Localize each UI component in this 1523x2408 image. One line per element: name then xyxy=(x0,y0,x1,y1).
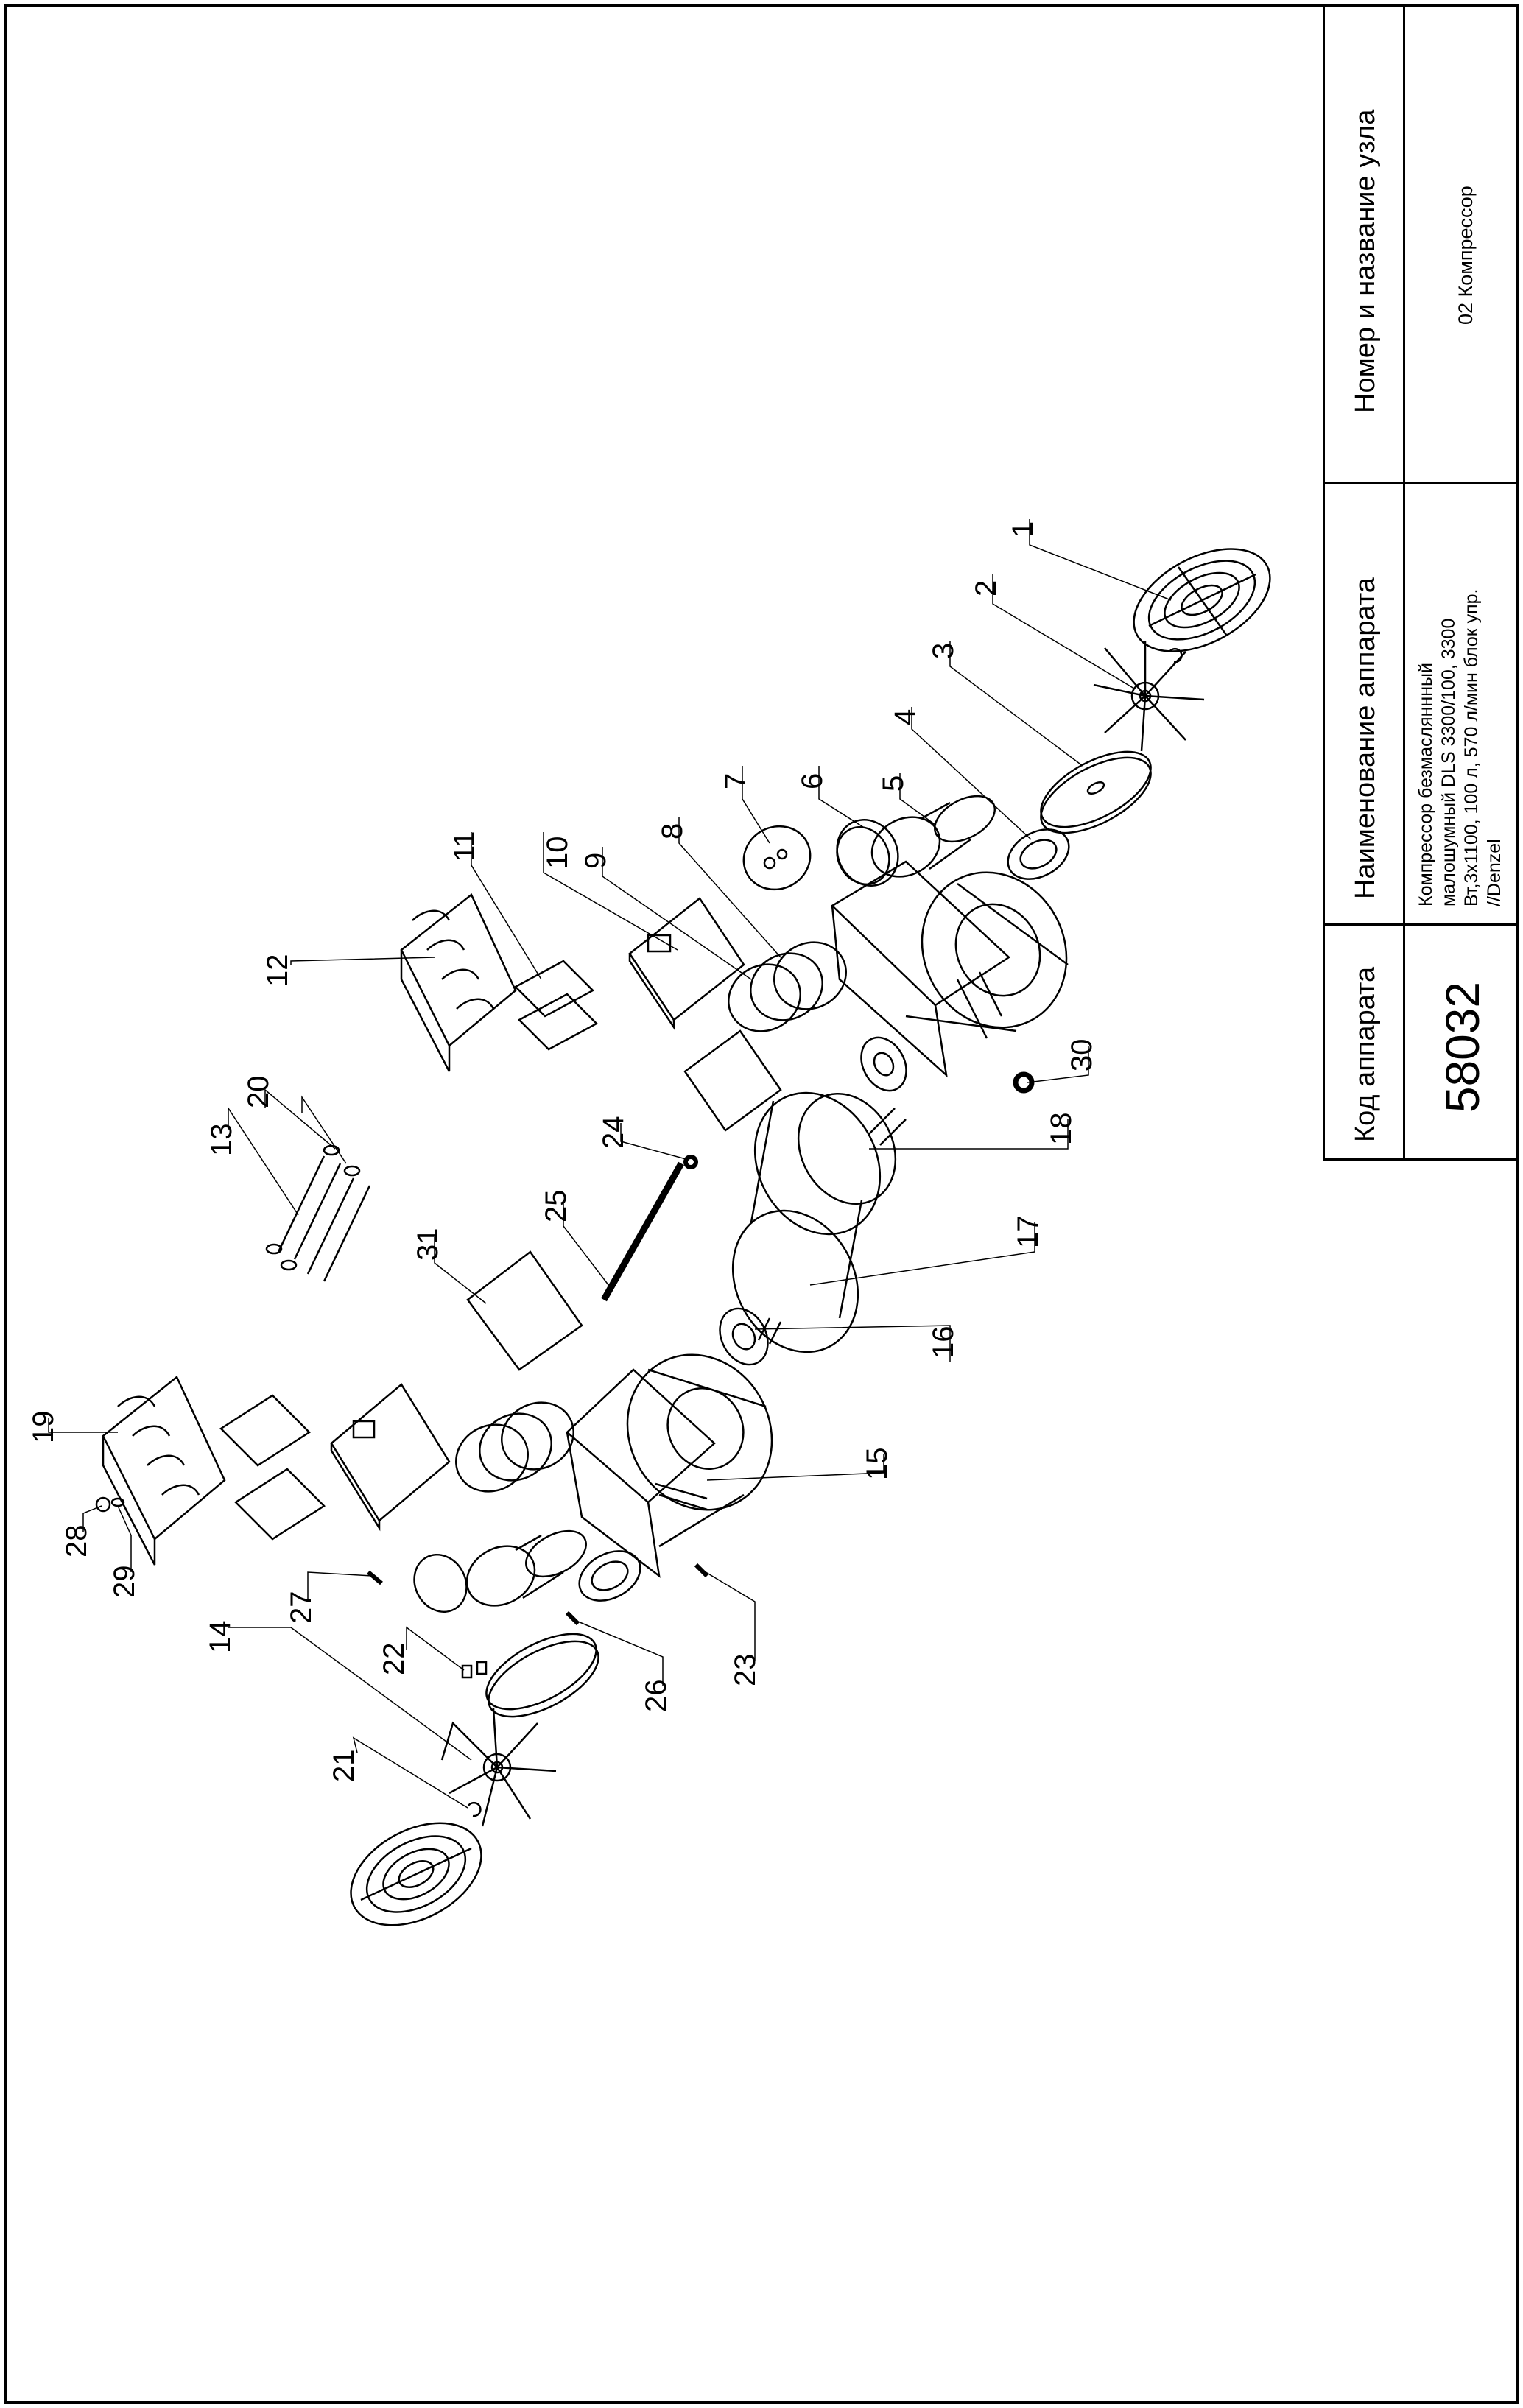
callout-18: 18 xyxy=(1045,1113,1077,1146)
title-block-row-divider xyxy=(1325,482,1519,484)
part-ring-6 xyxy=(836,819,899,887)
callout-30: 30 xyxy=(1066,1039,1098,1072)
callout-8: 8 xyxy=(656,823,689,839)
unit-header: Номер и название узла xyxy=(1350,109,1381,413)
part-fan-cover-left xyxy=(350,1822,482,1926)
callout-6: 6 xyxy=(796,773,829,789)
title-block: Номер и название узла Наименование аппар… xyxy=(1323,4,1519,1161)
name-value: Компрессор безмасляннный малошумный DLS … xyxy=(1415,494,1506,907)
callout-17: 17 xyxy=(1012,1216,1044,1249)
part-cylinder-head-left xyxy=(102,1376,226,1566)
callout-20: 20 xyxy=(242,1076,275,1109)
part-piston-left xyxy=(413,1553,468,1613)
title-block-column-divider xyxy=(1403,4,1405,1158)
callout-14: 14 xyxy=(204,1621,236,1654)
part-fan-cover-right xyxy=(1133,548,1271,652)
callout-23: 23 xyxy=(729,1654,762,1687)
name-header: Наименование аппарата xyxy=(1350,577,1381,899)
part-cover-right xyxy=(1040,750,1152,834)
unit-value: 02 Компрессор xyxy=(1455,186,1477,325)
callout-12: 12 xyxy=(261,954,294,988)
part-screw-26 xyxy=(565,1610,580,1626)
callout-11: 11 xyxy=(449,831,481,862)
callout-5: 5 xyxy=(877,775,910,792)
callout-13: 13 xyxy=(205,1124,238,1157)
drawing-sheet xyxy=(4,4,1519,2404)
part-cylinder-left xyxy=(455,1401,574,1493)
part-gasket-11 xyxy=(513,960,599,1051)
callout-22: 22 xyxy=(378,1643,410,1676)
part-connecting-rod-right xyxy=(870,795,996,878)
callout-26: 26 xyxy=(640,1680,672,1713)
part-valve-plate-right xyxy=(628,897,745,1031)
part-screw-28 xyxy=(95,1496,111,1513)
part-screw-23 xyxy=(694,1563,709,1578)
callout-27: 27 xyxy=(285,1591,317,1624)
callout-1: 1 xyxy=(1007,521,1039,538)
part-keys-22 xyxy=(461,1661,488,1679)
title-block-row-divider xyxy=(1325,923,1519,926)
part-bearing-seal-left xyxy=(578,1550,641,1602)
code-value: 58032 xyxy=(1436,982,1489,1113)
name-value-line: //Denzel xyxy=(1484,839,1505,906)
part-long-bolt-25 xyxy=(601,1161,684,1302)
callout-4: 4 xyxy=(889,709,921,725)
callout-7: 7 xyxy=(720,773,752,789)
part-crankcase-left xyxy=(566,1353,773,1578)
callout-29: 29 xyxy=(108,1566,141,1599)
callout-19: 19 xyxy=(27,1411,60,1444)
name-value-line: малошумный DLS 3300/100, 3300 xyxy=(1438,618,1459,906)
callout-10: 10 xyxy=(541,837,574,870)
callout-3: 3 xyxy=(927,643,960,659)
part-fan-right xyxy=(1093,641,1205,752)
part-valve-plate-left xyxy=(330,1383,451,1532)
part-cylinder-head-right xyxy=(400,893,517,1072)
callout-28: 28 xyxy=(60,1525,93,1558)
callout-25: 25 xyxy=(540,1190,572,1223)
part-fan-left xyxy=(440,1708,557,1827)
part-gasket-square-upper xyxy=(683,1029,782,1132)
part-bearing-seal-right xyxy=(1007,828,1070,880)
callout-16: 16 xyxy=(927,1326,960,1359)
part-bearing-16 xyxy=(719,1307,769,1366)
callout-21: 21 xyxy=(328,1750,360,1783)
callout-9: 9 xyxy=(580,853,612,869)
part-circlip-right xyxy=(1168,647,1183,663)
callout-24: 24 xyxy=(597,1116,630,1150)
part-cylinder-right xyxy=(728,941,847,1032)
part-pins-13 xyxy=(265,1144,371,1282)
part-gasket-31 xyxy=(466,1250,583,1371)
name-value-line: Вт,3х1100, 100 л, 570 л/мин блок упр. xyxy=(1461,588,1482,907)
part-bearing-upper xyxy=(860,1036,907,1092)
part-piston-7 xyxy=(742,825,812,891)
callout-15: 15 xyxy=(861,1448,893,1481)
part-circlip-left xyxy=(467,1801,482,1817)
part-gasket-left xyxy=(219,1394,326,1541)
part-screw-27 xyxy=(367,1570,383,1585)
part-crankcase-right xyxy=(830,860,1069,1078)
name-value-line: Компрессор безмасляннный xyxy=(1415,663,1436,906)
callout-31: 31 xyxy=(412,1228,444,1261)
code-header: Код аппарата xyxy=(1350,966,1381,1142)
callout-2: 2 xyxy=(970,580,1002,596)
part-connecting-rod-left xyxy=(465,1529,587,1607)
part-cover-left xyxy=(485,1633,599,1718)
part-nut-24 xyxy=(683,1155,698,1169)
